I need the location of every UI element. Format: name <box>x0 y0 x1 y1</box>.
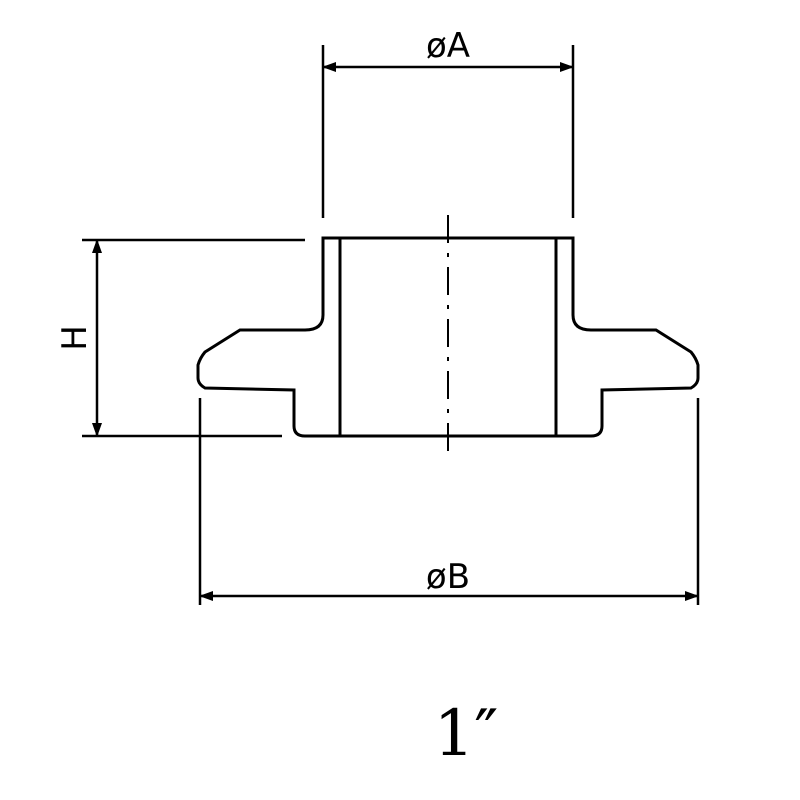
dim-a-label: øA <box>426 26 470 66</box>
right-flange-section <box>554 236 700 438</box>
dim-b-label: øB <box>426 557 470 597</box>
dim-h-label: H <box>55 325 95 351</box>
left-flange-section <box>196 236 342 438</box>
size-label: 1″ <box>434 697 499 771</box>
